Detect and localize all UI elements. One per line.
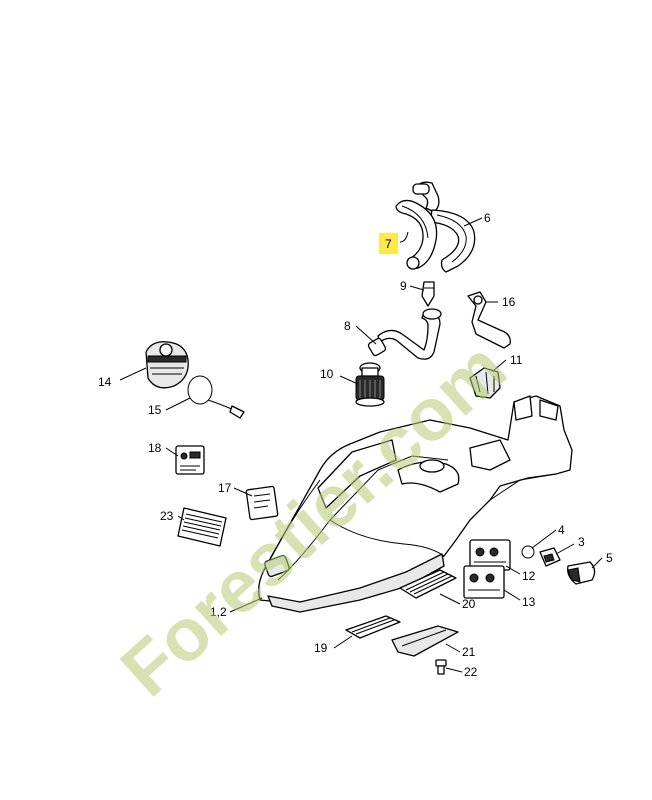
part-21-cover (391, 625, 459, 657)
callout-9: 9 (400, 279, 407, 293)
callout-12: 12 (522, 569, 536, 583)
callout-22: 22 (464, 665, 478, 679)
callout-16: 16 (502, 295, 516, 309)
part-10-fuel-filter (355, 362, 385, 407)
callout-6: 6 (484, 211, 491, 225)
callout-15: 15 (148, 403, 162, 417)
leader-lines (119, 217, 603, 673)
callout-5: 5 (606, 551, 613, 565)
callout-21: 21 (462, 645, 476, 659)
part-17-decal (245, 485, 279, 521)
part-9-fitting (421, 281, 435, 307)
part-8-fuel-line (367, 308, 442, 360)
callout-20: 20 (462, 597, 476, 611)
callout-labels: 7 6 9 16 8 11 14 10 15 18 17 23 4 3 5 12… (98, 211, 613, 679)
part-7-curved-hose (395, 199, 438, 270)
callout-1-2: 1,2 (210, 605, 227, 619)
part-20-strip (399, 569, 457, 599)
part-6-elbow-hose (412, 181, 476, 273)
callout-13: 13 (522, 595, 536, 609)
part-3-nut (539, 547, 561, 567)
part-16-throttle-rod (467, 291, 511, 349)
callout-19: 19 (314, 641, 328, 655)
callout-14: 14 (98, 375, 112, 389)
part-4-o-ring (521, 545, 535, 559)
callout-3: 3 (578, 535, 585, 549)
callout-7-highlight (379, 233, 398, 254)
part-19-strip (345, 615, 401, 639)
part-14-pump (145, 341, 189, 389)
callout-17: 17 (218, 481, 232, 495)
part-11-grommet (469, 367, 501, 399)
part-15-o-ring (187, 375, 245, 419)
callout-11: 11 (510, 353, 523, 367)
callout-10: 10 (320, 367, 334, 381)
callout-7: 7 (385, 237, 392, 251)
part-18-decal (175, 445, 205, 475)
part-13-decal (463, 565, 505, 599)
part-22-screw (435, 659, 447, 675)
callout-18: 18 (148, 441, 162, 455)
callout-23: 23 (160, 509, 174, 523)
callout-8: 8 (344, 319, 351, 333)
part-1-2-housing (258, 395, 573, 613)
part-23-decal (177, 507, 227, 547)
part-5-knob (567, 561, 596, 585)
callout-4: 4 (558, 523, 565, 537)
